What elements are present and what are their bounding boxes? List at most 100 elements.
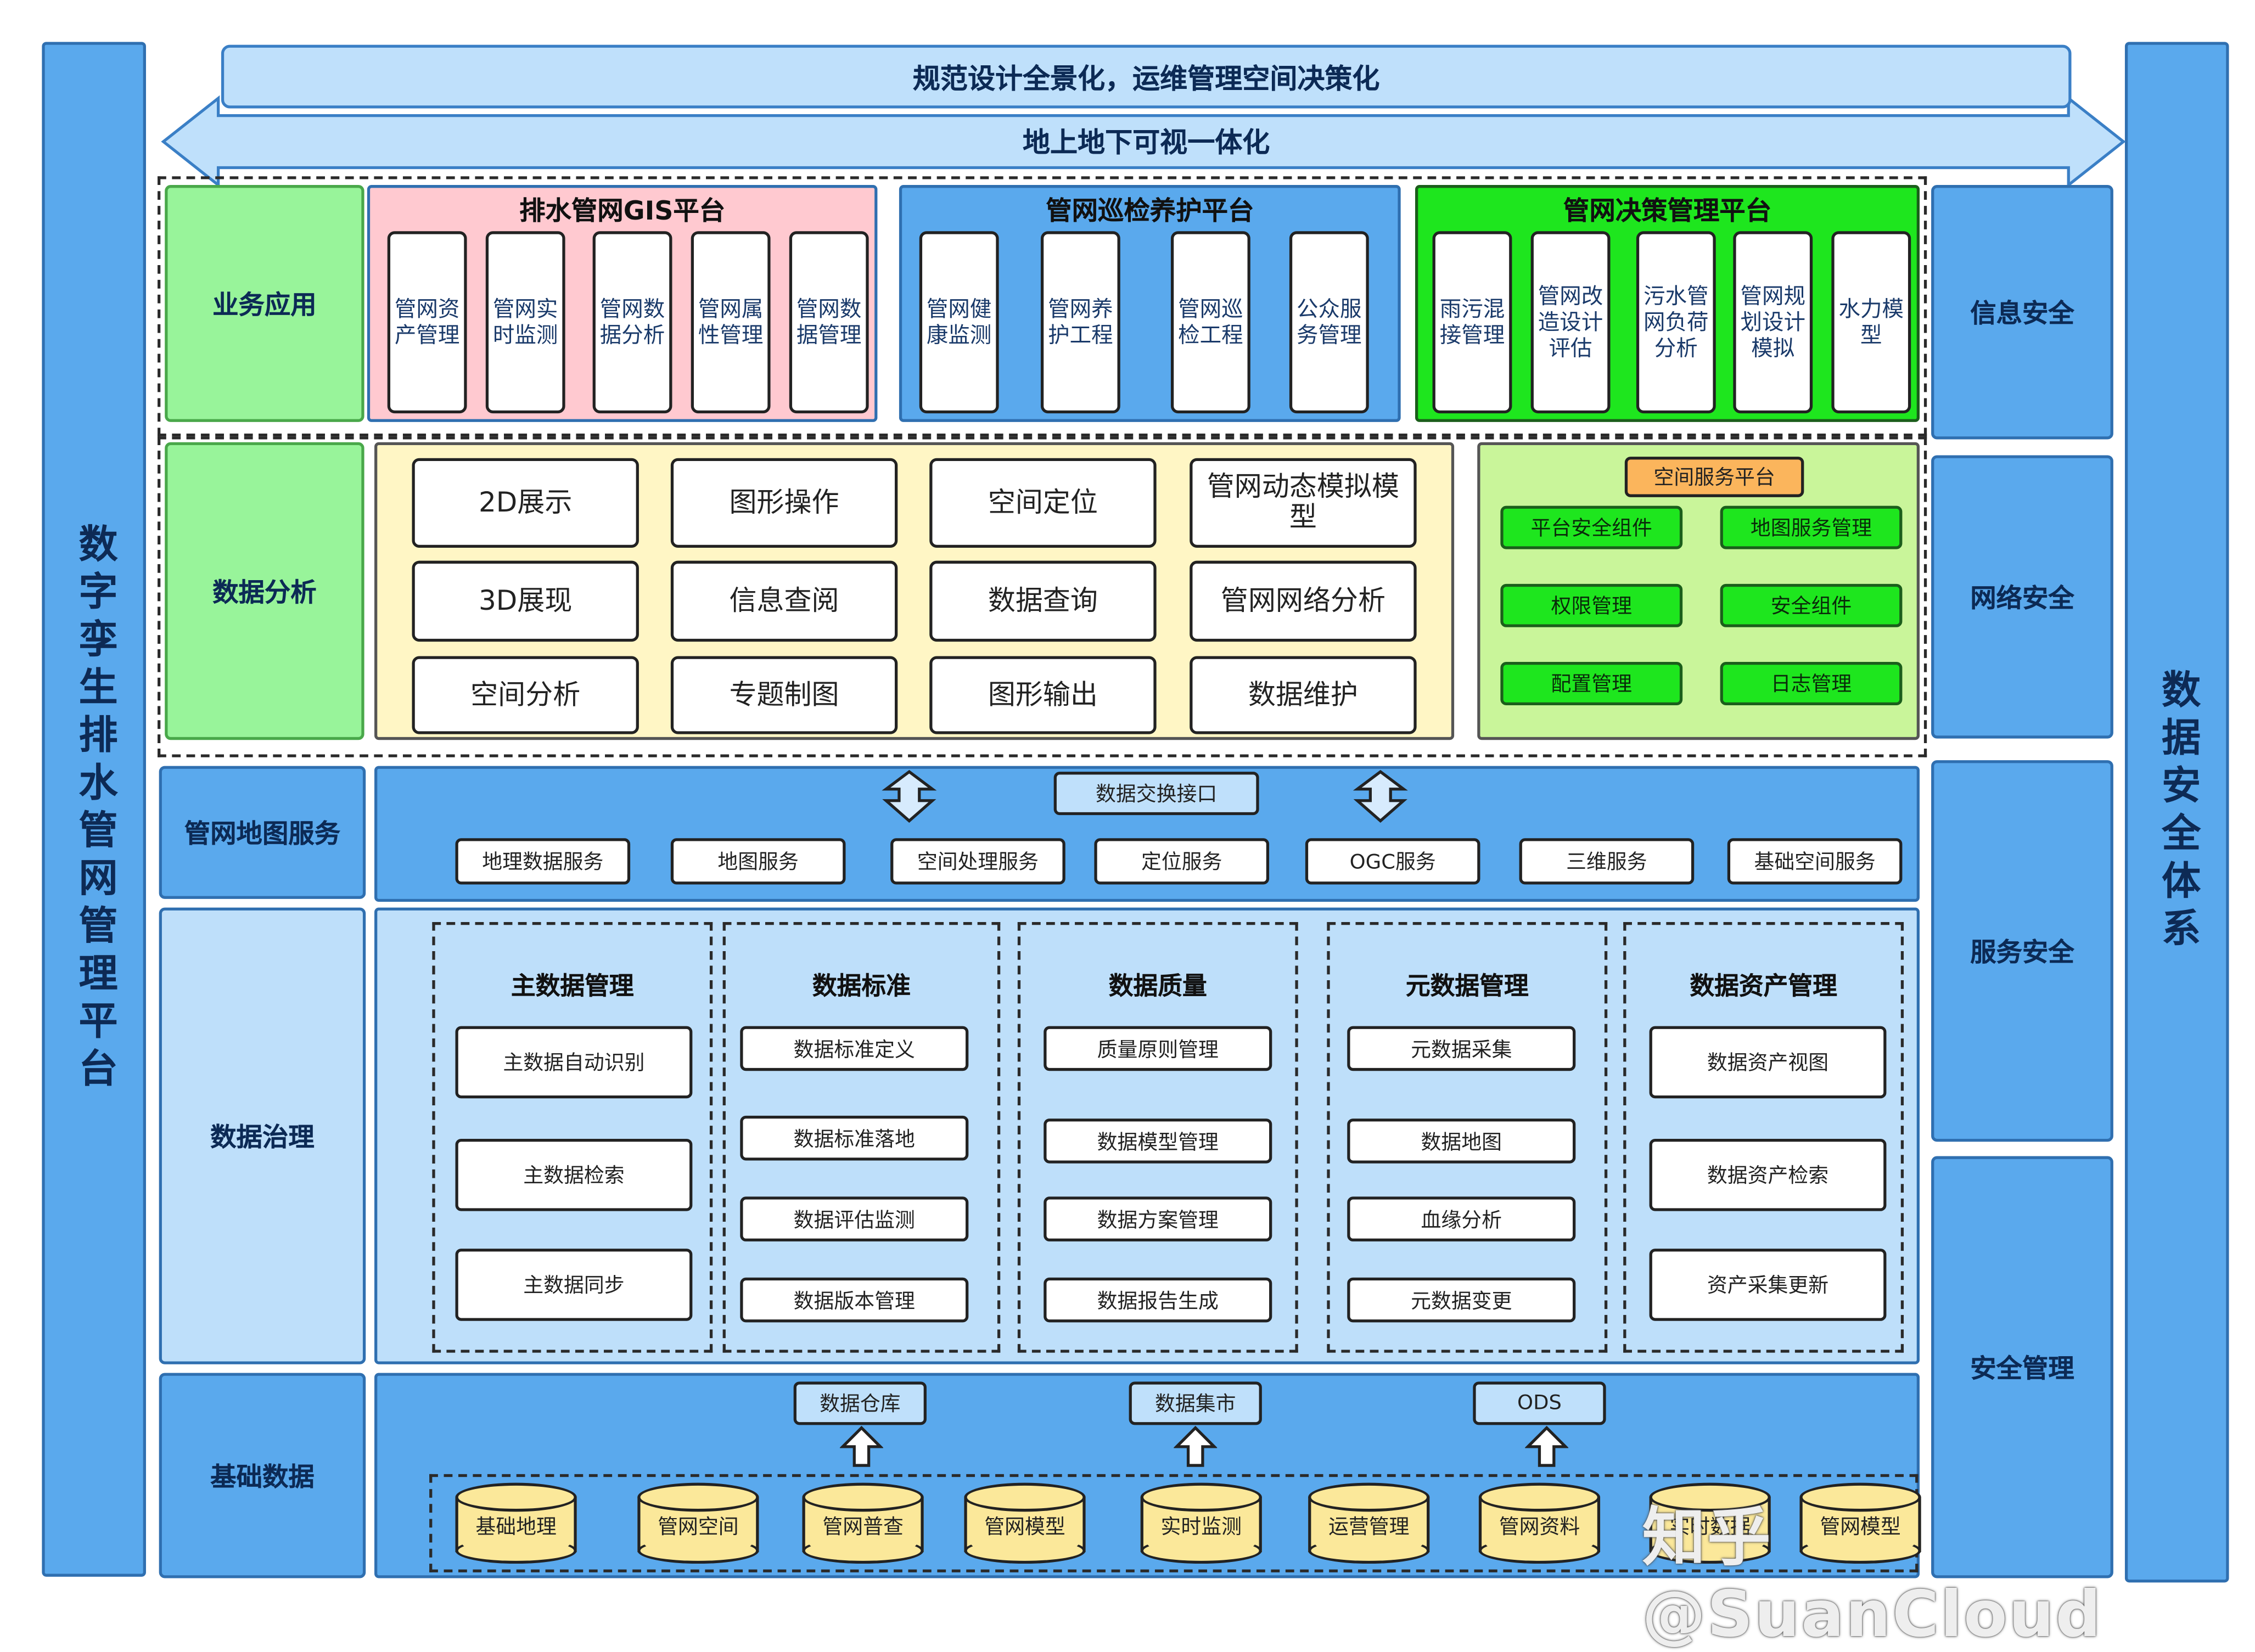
group-data-quality: 数据质量 质量原则管理 数据模型管理 数据方案管理 数据报告生成: [1017, 921, 1298, 1353]
right-security-bar: 数据安全体系: [2124, 42, 2229, 1583]
service-ogc: OGC服务: [1305, 838, 1480, 885]
analysis-3d-display: 3D展现: [412, 560, 639, 642]
analysis-graphic-operation: 图形操作: [670, 458, 898, 548]
db-operation-management: 运营管理: [1308, 1482, 1430, 1564]
analysis-data-maintenance: 数据维护: [1190, 656, 1417, 734]
card-public-service: 公众服务管理: [1289, 231, 1369, 414]
card-realtime-monitor: 管网实时监测: [485, 231, 565, 414]
layer-analysis: 数据分析: [165, 442, 364, 740]
platform-inspection: 管网巡检养护平台 管网健康监测 管网养护工程 管网巡检工程 公众服务管理: [899, 185, 1401, 422]
card-planning-simulation: 管网规划设计模拟: [1733, 231, 1813, 414]
platform-decision: 管网决策管理平台 雨污混接管理 管网改造设计评估 污水管网负荷分析 管网规划设计…: [1415, 185, 1920, 422]
card-hydraulic-model: 水力模型: [1831, 231, 1911, 414]
map-service-management: 地图服务管理: [1720, 505, 1903, 549]
card-health-monitor: 管网健康监测: [919, 231, 999, 414]
analysis-2d-display: 2D展示: [412, 458, 639, 548]
service-spatial-processing: 空间处理服务: [890, 838, 1065, 885]
db-realtime-data: 实时数据: [1649, 1482, 1771, 1564]
security-component: 安全组件: [1720, 583, 1903, 627]
left-platform-bar: 数字孪生排水管网管理平台: [42, 42, 146, 1577]
second-banner: 地上地下可视一体化: [221, 119, 2072, 162]
db-pipe-spatial: 管网空间: [637, 1482, 759, 1564]
analysis-panel: 2D展示 图形操作 空间定位 管网动态模拟模型 3D展现 信息查阅 数据查询 管…: [374, 442, 1455, 740]
security-network: 网络安全: [1931, 455, 2113, 739]
platform-gis: 排水管网GIS平台 管网资产管理 管网实时监测 管网数据分析 管网属性管理 管网…: [367, 185, 878, 422]
security-management: 安全管理: [1931, 1156, 2113, 1578]
data-warehouse: 数据仓库: [793, 1381, 927, 1425]
spatial-platform-title: 空间服务平台: [1624, 457, 1804, 497]
data-mart: 数据集市: [1129, 1381, 1262, 1425]
platform-gis-title: 排水管网GIS平台: [519, 196, 726, 227]
group-master-data: 主数据管理 主数据自动识别 主数据检索 主数据同步: [432, 921, 713, 1353]
top-banner-text: 规范设计全景化，运维管理空间决策化: [912, 63, 1380, 95]
exchange-arrow-icon: [882, 769, 937, 823]
permission-management: 权限管理: [1500, 583, 1683, 627]
card-inspection-project: 管网巡检工程: [1170, 231, 1250, 414]
db-base-geography: 基础地理: [455, 1482, 577, 1564]
db-pipe-census: 管网普查: [802, 1482, 924, 1564]
service-positioning: 定位服务: [1094, 838, 1270, 885]
metadata-change: 元数据变更: [1347, 1277, 1576, 1323]
analysis-data-query: 数据查询: [929, 560, 1157, 642]
card-data-analysis: 管网数据分析: [592, 231, 672, 414]
quality-plan: 数据方案管理: [1044, 1196, 1272, 1241]
platform-inspection-title: 管网巡检养护平台: [1046, 196, 1254, 227]
up-arrow-icon-3: [1525, 1425, 1569, 1467]
service-3d: 三维服务: [1519, 838, 1695, 885]
group-data-asset-title: 数据资产管理: [1690, 973, 1837, 1002]
layer-base-data: 基础数据: [159, 1373, 366, 1578]
data-ods: ODS: [1473, 1381, 1606, 1425]
up-arrow-icon: [839, 1425, 883, 1467]
second-banner-text: 地上地下可视一体化: [1023, 126, 1270, 159]
group-metadata-title: 元数据管理: [1405, 973, 1529, 1002]
analysis-info-lookup: 信息查阅: [670, 560, 898, 642]
base-data-panel: 数据仓库 数据集市 ODS 基础地理 管网空间 管网普查 管网模型 实时监测 运…: [374, 1373, 1921, 1578]
card-renovation-evaluation: 管网改造设计评估: [1530, 231, 1611, 414]
platform-security-component: 平台安全组件: [1500, 505, 1683, 549]
metadata-lineage: 血缘分析: [1347, 1196, 1576, 1241]
exchange-arrow-icon-2: [1353, 769, 1408, 823]
security-info: 信息安全: [1931, 185, 2113, 440]
db-realtime-monitor: 实时监测: [1140, 1482, 1262, 1564]
db-pipe-model: 管网模型: [964, 1482, 1086, 1564]
db-pipe-model-2: 管网模型: [1799, 1482, 1921, 1564]
security-system-title: 数据安全体系: [2154, 669, 2200, 956]
log-management: 日志管理: [1720, 662, 1903, 706]
business-frame: [158, 176, 1927, 437]
up-arrow-icon-2: [1174, 1425, 1218, 1467]
card-load-analysis: 污水管网负荷分析: [1636, 231, 1716, 414]
group-data-standard-title: 数据标准: [812, 973, 911, 1002]
card-data-management: 管网数据管理: [789, 231, 869, 414]
group-data-standard: 数据标准 数据标准定义 数据标准落地 数据评估监测 数据版本管理: [722, 921, 1001, 1353]
asset-search: 数据资产检索: [1649, 1138, 1887, 1211]
card-asset-management: 管网资产管理: [387, 231, 467, 414]
analysis-graphic-output: 图形输出: [929, 656, 1157, 734]
card-mixed-connection: 雨污混接管理: [1432, 231, 1512, 414]
quality-model: 数据模型管理: [1044, 1119, 1272, 1164]
standard-evaluation: 数据评估监测: [740, 1196, 969, 1241]
card-maintenance-project: 管网养护工程: [1040, 231, 1120, 414]
metadata-collection: 元数据采集: [1347, 1026, 1576, 1071]
group-data-quality-title: 数据质量: [1108, 973, 1207, 1002]
watermark: 知乎 @SuanCloud: [1642, 1501, 2103, 1652]
standard-version: 数据版本管理: [740, 1277, 969, 1323]
config-management: 配置管理: [1500, 662, 1683, 706]
analysis-thematic-mapping: 专题制图: [670, 656, 898, 734]
analysis-frame: [158, 436, 1927, 757]
master-search: 主数据检索: [455, 1138, 693, 1211]
spatial-service-panel: 空间服务平台 平台安全组件 地图服务管理 权限管理 安全组件 配置管理 日志管理: [1477, 442, 1920, 740]
security-service: 服务安全: [1931, 760, 2113, 1142]
asset-collection-update: 资产采集更新: [1649, 1249, 1887, 1321]
analysis-spatial-positioning: 空间定位: [929, 458, 1157, 548]
layer-map-service: 管网地图服务: [159, 766, 366, 899]
service-base-spatial: 基础空间服务: [1727, 838, 1903, 885]
metadata-map: 数据地图: [1347, 1119, 1576, 1164]
top-banner: 规范设计全景化，运维管理空间决策化: [221, 44, 2072, 109]
platform-title: 数字孪生排水管网管理平台: [71, 523, 116, 1095]
database-group: 基础地理 管网空间 管网普查 管网模型 实时监测 运营管理 管网资料 实时数据 …: [429, 1474, 1921, 1572]
quality-report: 数据报告生成: [1044, 1277, 1272, 1323]
governance-panel: 主数据管理 主数据自动识别 主数据检索 主数据同步 数据标准 数据标准定义 数据…: [374, 907, 1920, 1364]
master-auto-identify: 主数据自动识别: [455, 1026, 693, 1099]
layer-business: 业务应用: [165, 185, 364, 422]
card-attribute-management: 管网属性管理: [691, 231, 771, 414]
